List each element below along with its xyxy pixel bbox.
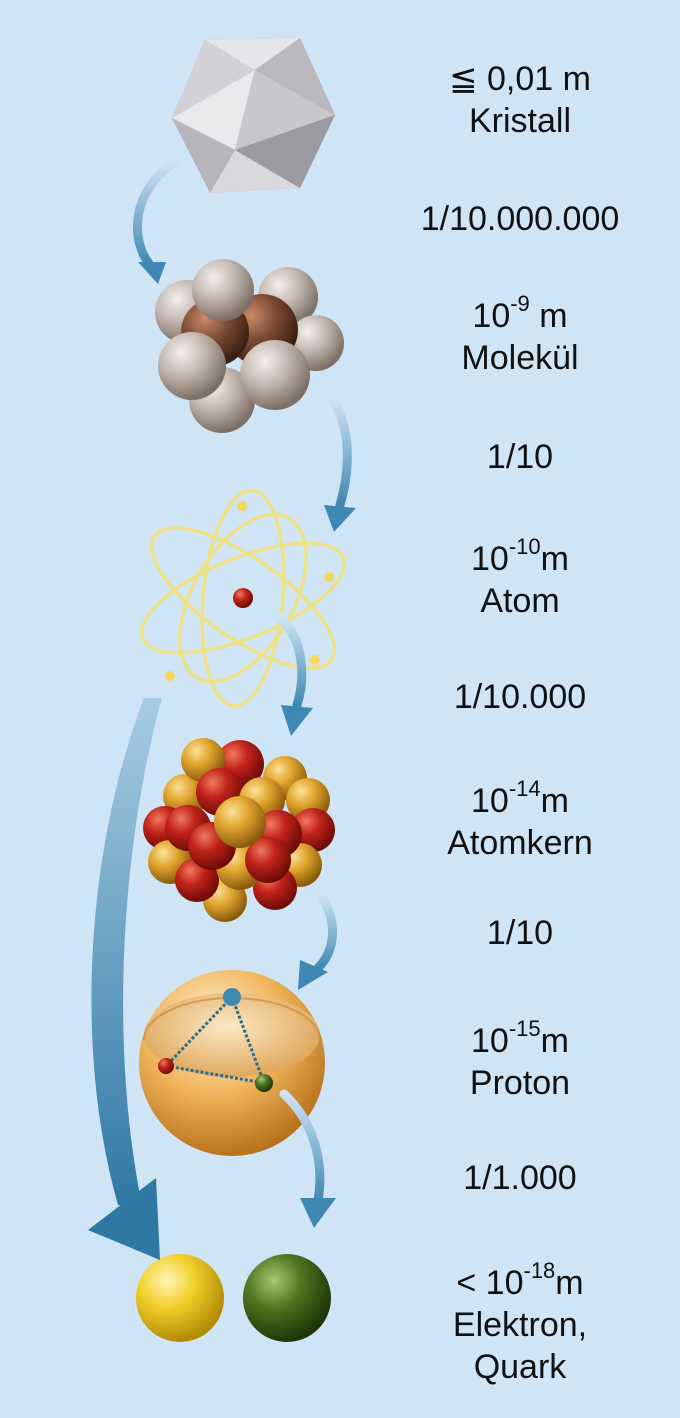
ratio-2: 1/10	[486, 438, 554, 476]
nucleus-size: 10-14m	[471, 775, 569, 820]
level-crystal: ≦ 0,01 m Kristall	[370, 58, 670, 142]
arrow-nucleus-to-proton	[298, 890, 337, 990]
crystal-icon	[172, 38, 335, 193]
electron-quark-size: < 10-18m	[456, 1257, 584, 1302]
arrow-crystal-to-molecule	[132, 155, 183, 284]
arrow-atom-to-nucleus	[275, 613, 313, 736]
electron-name: Elektron,	[452, 1306, 588, 1344]
nucleus-name: Atomkern	[447, 824, 593, 862]
arrow-proton-to-quark	[279, 1089, 336, 1228]
crystal-size: ≦ 0,01 m	[449, 60, 591, 98]
molecule-size: 10-9 m	[472, 290, 568, 335]
proton-icon	[139, 970, 325, 1156]
quark-name: Quark	[473, 1348, 567, 1386]
arrow-atom-to-electron	[88, 698, 162, 1260]
proton-size: 10-15m	[471, 1015, 569, 1060]
atom-icon	[139, 488, 347, 708]
level-atom: 10-10m Atom	[370, 533, 670, 622]
atom-nucleus	[233, 588, 253, 608]
level-molecule: 10-9 m Molekül	[370, 290, 670, 379]
level-proton: 10-15m Proton	[370, 1015, 670, 1104]
molecule-icon	[155, 259, 344, 433]
ratio-5: 1/1.000	[463, 1159, 577, 1197]
atom-size: 10-10m	[471, 533, 569, 578]
proton-name: Proton	[469, 1064, 571, 1102]
ratio-1: 1/10.000.000	[420, 200, 620, 238]
quark-sphere	[243, 1254, 331, 1342]
ratio-4: 1/10	[486, 914, 554, 952]
level-electron-quark: < 10-18m Elektron, Quark	[370, 1257, 670, 1388]
crystal-name: Kristall	[468, 102, 572, 140]
level-nucleus: 10-14m Atomkern	[370, 775, 670, 864]
molecule-name: Molekül	[461, 339, 579, 377]
nucleus-icon	[143, 738, 335, 922]
electron-dots	[165, 501, 334, 681]
atom-name: Atom	[480, 582, 560, 620]
electron-sphere	[136, 1254, 224, 1342]
arrow-molecule-to-atom	[324, 393, 356, 532]
ratio-3: 1/10.000	[453, 678, 587, 716]
